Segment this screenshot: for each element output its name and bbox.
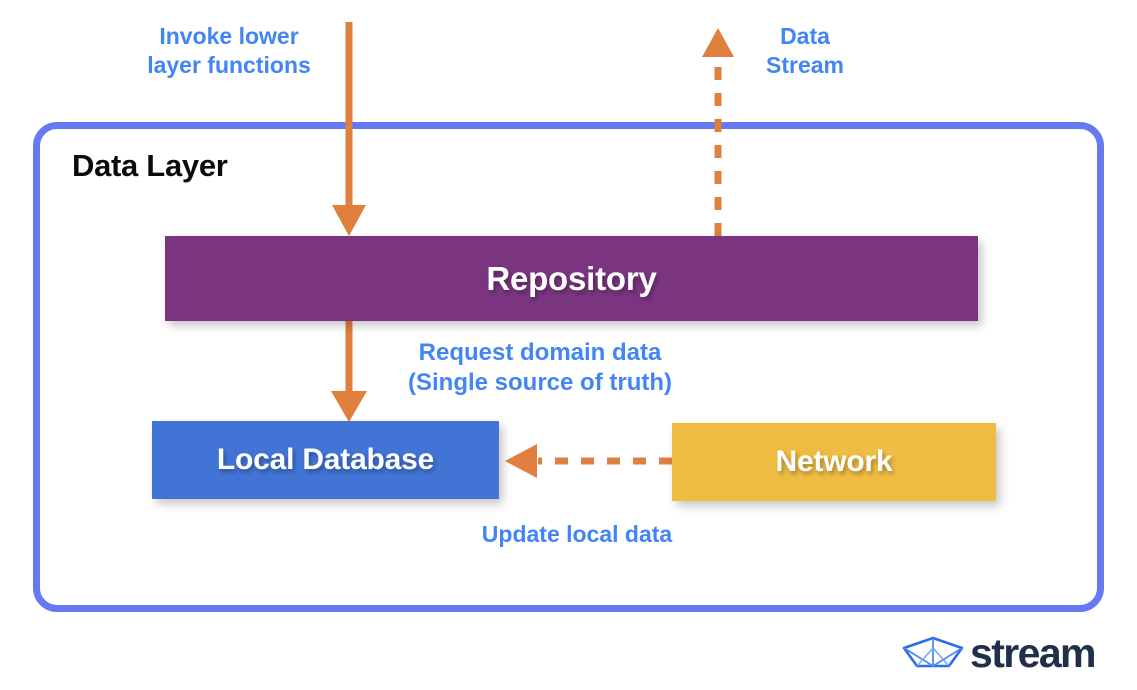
node-local-database-label: Local Database [216, 443, 435, 476]
label-request-domain-data: Request domain data (Single source of tr… [408, 339, 672, 396]
data-layer-title: Data Layer [72, 148, 228, 183]
data-layer-container [33, 122, 1104, 612]
node-repository-label: Repository [486, 259, 657, 297]
stream-wordmark: stream [970, 629, 1096, 676]
label-update-local-data: Update local data [481, 521, 673, 547]
paper-boat-icon [902, 636, 964, 668]
node-network-label: Network [775, 445, 893, 478]
label-data-stream: Data Stream [766, 23, 844, 78]
node-repository[interactable]: Repository [165, 236, 978, 321]
node-local-database[interactable]: Local Database [152, 421, 499, 499]
stream-logo: stream [902, 628, 1102, 678]
node-network[interactable]: Network [672, 423, 996, 501]
label-invoke-lower-layer-functions: Invoke lower layer functions [147, 23, 311, 78]
